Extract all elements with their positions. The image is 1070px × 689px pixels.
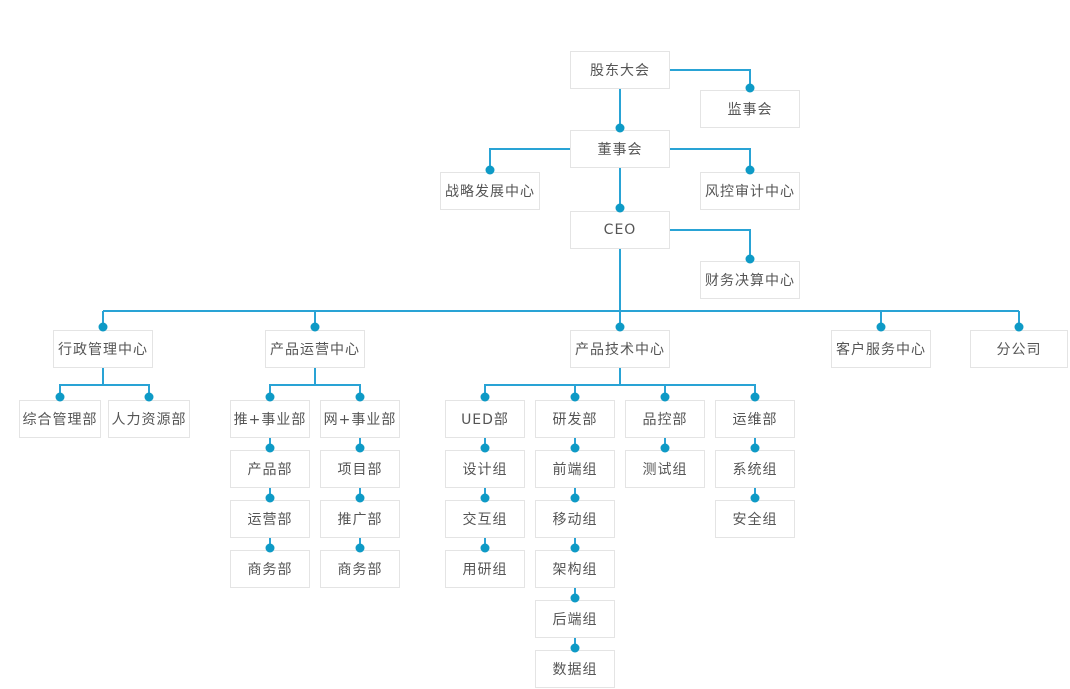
node-product-tech-center: 产品技术中心	[570, 330, 670, 368]
node-supervisory-board: 监事会	[700, 90, 800, 128]
node-product-dept: 产品部	[230, 450, 310, 488]
node-interaction-group: 交互组	[445, 500, 525, 538]
node-financial-center: 财务决算中心	[700, 261, 800, 299]
node-admin-center: 行政管理中心	[53, 330, 153, 368]
node-design-group: 设计组	[445, 450, 525, 488]
node-project-dept: 项目部	[320, 450, 400, 488]
node-ceo: CEO	[570, 211, 670, 249]
node-mobile-group: 移动组	[535, 500, 615, 538]
node-customer-service-center: 客户服务中心	[831, 330, 931, 368]
node-architecture-group: 架构组	[535, 550, 615, 588]
node-qc-dept: 品控部	[625, 400, 705, 438]
node-frontend-group: 前端组	[535, 450, 615, 488]
node-board-of-directors: 董事会	[570, 130, 670, 168]
node-ued-dept: UED部	[445, 400, 525, 438]
node-business-dept-b: 商务部	[320, 550, 400, 588]
node-rd-dept: 研发部	[535, 400, 615, 438]
node-strategy-dev-center: 战略发展中心	[440, 172, 540, 210]
node-promotion-dept: 推广部	[320, 500, 400, 538]
node-operations-dept: 运营部	[230, 500, 310, 538]
node-security-group: 安全组	[715, 500, 795, 538]
node-user-research-group: 用研组	[445, 550, 525, 588]
node-business-dept-a: 商务部	[230, 550, 310, 588]
node-product-ops-center: 产品运营中心	[265, 330, 365, 368]
node-risk-audit-center: 风控审计中心	[700, 172, 800, 210]
node-general-mgmt-dept: 综合管理部	[19, 400, 101, 438]
node-backend-group: 后端组	[535, 600, 615, 638]
node-om-dept: 运维部	[715, 400, 795, 438]
node-hr-dept: 人力资源部	[108, 400, 190, 438]
node-tui-division: 推+事业部	[230, 400, 310, 438]
node-shareholders-meeting: 股东大会	[570, 51, 670, 89]
node-system-group: 系统组	[715, 450, 795, 488]
node-data-group: 数据组	[535, 650, 615, 688]
node-wang-division: 网+事业部	[320, 400, 400, 438]
node-testing-group: 测试组	[625, 450, 705, 488]
node-branch-company: 分公司	[970, 330, 1068, 368]
